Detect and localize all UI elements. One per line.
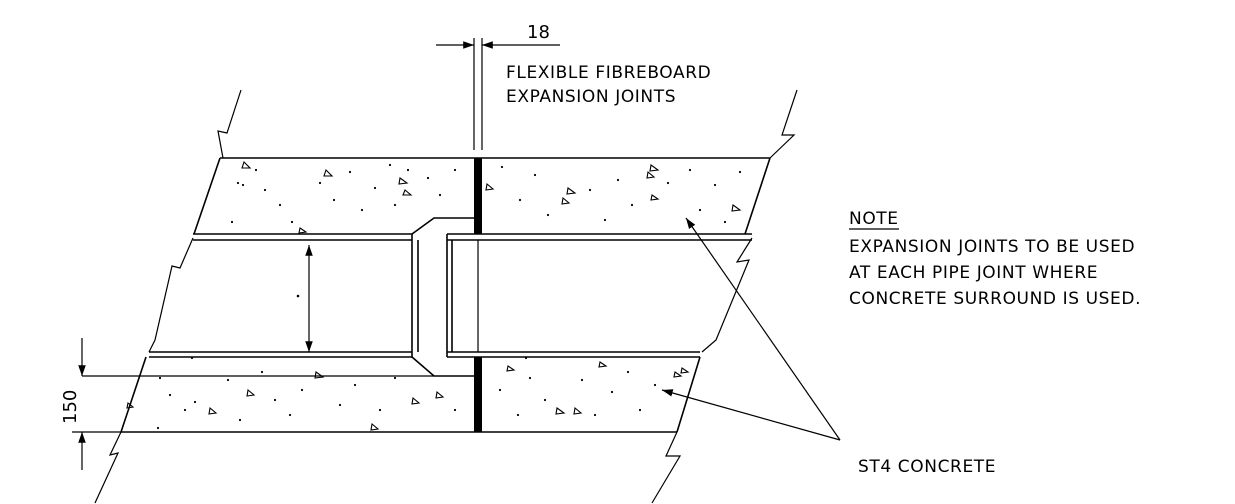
joint-label-line-1: FLEXIBLE FIBREBOARD <box>506 63 711 83</box>
dimension-150-label: 150 <box>60 390 81 424</box>
concrete-label: ST4 CONCRETE <box>858 457 996 477</box>
break-line-bottom-right <box>651 431 682 504</box>
pipe-socket-joint <box>82 217 474 377</box>
joint-label-line-2: EXPANSION JOINTS <box>506 87 676 107</box>
dimension-18-label: 18 <box>527 22 550 43</box>
lower-concrete-surround <box>120 351 701 433</box>
concrete-hatch-lower <box>126 356 690 431</box>
note-line-1: EXPANSION JOINTS TO BE USED <box>849 237 1135 257</box>
break-line-right-pipe <box>701 237 753 353</box>
expansion-joint <box>473 38 483 432</box>
dimension-18: 18 <box>436 22 560 49</box>
note-line-3: CONCRETE SURROUND IS USED. <box>849 289 1141 309</box>
concrete-hatch-upper <box>230 160 742 234</box>
note-line-2: AT EACH PIPE JOINT WHERE <box>849 263 1098 283</box>
note-title: NOTE <box>849 209 899 229</box>
dimension-150: 150 <box>60 338 121 470</box>
upper-concrete-surround <box>193 157 771 241</box>
break-line-top-left <box>217 89 242 159</box>
break-line-left-pipe <box>148 237 194 353</box>
break-line-bottom-left <box>94 431 122 504</box>
break-line-top-right <box>769 89 798 159</box>
break-lines <box>94 89 798 504</box>
pipe-bore-dimension <box>296 245 313 352</box>
leader-lines <box>661 217 841 441</box>
